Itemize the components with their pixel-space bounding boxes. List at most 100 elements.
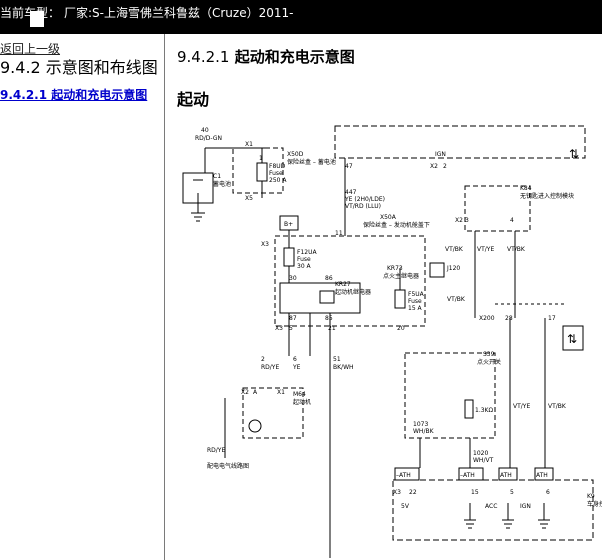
label-2-k9: 2 <box>443 163 447 170</box>
ath-box-4 <box>534 467 554 481</box>
label-f8ud-fuse: Fuse <box>269 170 283 177</box>
label-x3-bottom: X3 <box>275 325 283 332</box>
j120-box <box>429 262 445 278</box>
label-battery: 蓄电池 <box>213 180 231 188</box>
label-ign-k9: IGN <box>520 503 531 510</box>
label-x200: X200 <box>479 315 495 322</box>
label-2-rdye: RD/YE <box>207 447 225 454</box>
label-f12ua: F12UA <box>297 249 317 256</box>
back-link[interactable]: 返回上一级 <box>0 42 61 56</box>
label-x50d: X50D <box>287 151 304 158</box>
label-1073: 1073 <box>413 421 428 428</box>
starter-motor-symbol <box>248 419 262 433</box>
battery-ground-icon <box>191 212 205 222</box>
fuse-f12ua <box>283 247 295 267</box>
label-x2-k84: X2 <box>455 217 463 224</box>
label-f5ua-fuse: Fuse <box>408 298 422 305</box>
section-subtitle: 起动 <box>177 90 210 109</box>
ground-icon-2 <box>502 503 514 529</box>
schematic-link[interactable]: 9.4.2.1 起动和充电示意图 <box>0 88 148 102</box>
label-40: 40 <box>201 127 209 134</box>
ignition-switch-s39 <box>404 352 496 439</box>
main-content: 9.4.2.1 起动和充电示意图 起动 <box>165 34 602 560</box>
label-5v: 5V <box>401 503 410 510</box>
label-rdye: RD/YE <box>261 364 279 371</box>
label-kr73-name: 点火主继电器 <box>383 272 419 280</box>
home-icon[interactable] <box>30 11 44 27</box>
label-x3-top: X3 <box>261 241 269 248</box>
label-k84: K84 <box>520 185 532 192</box>
label-3-k84: 3 <box>465 217 469 224</box>
ground-icon-1 <box>464 503 476 529</box>
k9-box-top <box>334 125 586 159</box>
label-6: 6 <box>293 356 297 363</box>
label-447: 447 <box>345 189 357 196</box>
label-x2-m64: X2 <box>241 389 249 396</box>
label-f5ua-rating: 15 A <box>408 305 423 312</box>
ath-box-3 <box>498 467 518 481</box>
label-rd-dgn: RD/D-GN <box>195 135 222 142</box>
label-kr73: KR73 <box>387 265 403 272</box>
page-title-text: 起动和充电示意图 <box>234 48 355 66</box>
arrows-box-icon: ⇅ <box>567 332 577 346</box>
label-vtbk-2: VT/BK <box>507 246 526 253</box>
label-6-k9: 6 <box>546 489 550 496</box>
label-85: 85 <box>325 315 333 322</box>
label-dist: 配电电气线路图 <box>207 462 249 470</box>
label-ye: YE <box>292 364 301 371</box>
label-x1: X1 <box>245 141 253 148</box>
label-447-color2: VT/RD (LLU) <box>345 203 381 210</box>
label-j120: J120 <box>446 265 460 272</box>
label-x50a: X50A <box>380 214 397 221</box>
label-kr27: KR27 <box>335 281 351 288</box>
label-13k: 1.3KΩ <box>475 407 493 414</box>
label-s39: S39 <box>483 351 495 358</box>
label-87: 87 <box>289 315 297 322</box>
label-4-k84: 4 <box>510 217 514 224</box>
page-title-number: 9.4.2.1 <box>177 48 230 66</box>
label-s39-name: 点火开关 <box>477 358 501 366</box>
label-pin1: 1 <box>259 155 263 162</box>
label-acc: ACC <box>485 503 497 510</box>
page-title: 9.4.2.1 起动和充电示意图 <box>177 46 355 67</box>
label-x1-m64: X1 <box>277 389 285 396</box>
label-28: 28 <box>505 315 513 322</box>
label-5-k9: 5 <box>510 489 514 496</box>
ath-box-1 <box>394 467 420 481</box>
fuse-box-x50a <box>274 235 426 327</box>
section-heading: 9.4.2 示意图和布线图 <box>0 58 158 77</box>
label-f12ua-fuse: Fuse <box>297 256 311 263</box>
label-k9-name: 车身控制模块 <box>587 500 602 508</box>
label-47: 47 <box>345 163 353 170</box>
label-21: 21 <box>328 325 336 332</box>
label-f5ua: F5UA <box>408 291 425 298</box>
sidebar: 返回上一级 9.4.2 示意图和布线图 9.4.2.1 起动和充电示意图 <box>0 34 165 560</box>
label-kr27-name: 起动机继电器 <box>335 288 371 296</box>
k84-box <box>464 185 531 232</box>
vehicle-identity: 厂家:S-上海雪佛兰科鲁兹（Cruze）2011- <box>64 6 294 20</box>
label-f12ua-rating: 30 A <box>297 263 312 270</box>
label-bplus: B+ <box>284 221 293 228</box>
label-f8ud-rating: 250 A <box>269 177 287 184</box>
top-bar: 当前车型： 厂家:S-上海雪佛兰科鲁兹（Cruze）2011- <box>0 0 602 34</box>
label-1020-color: WH/VT <box>473 457 494 464</box>
label-vtye-1: VT/YE <box>477 246 494 253</box>
relay-kr27-coil <box>319 290 335 304</box>
ground-icon-3 <box>538 503 550 529</box>
label-51: 51 <box>333 356 341 363</box>
arrow-box <box>562 325 584 351</box>
label-vtye-2: VT/YE <box>513 403 530 410</box>
label-22: 22 <box>409 489 417 496</box>
label-30: 30 <box>289 275 297 282</box>
label-ign: IGN <box>435 151 446 158</box>
label-86: 86 <box>325 275 333 282</box>
label-20: 20 <box>397 325 405 332</box>
label-5: 5 <box>289 325 293 332</box>
label-a-m64: A <box>253 389 258 396</box>
label-neg-ath-2: –ATH <box>460 472 475 479</box>
label-x50a-name: 保险丝盒 – 发动机舱盖下 <box>363 221 430 229</box>
label-m64: M64 <box>293 391 306 398</box>
relay-kr27 <box>279 282 361 314</box>
label-c1: C1 <box>213 173 221 180</box>
label-51-color: BK/WH <box>333 364 354 371</box>
